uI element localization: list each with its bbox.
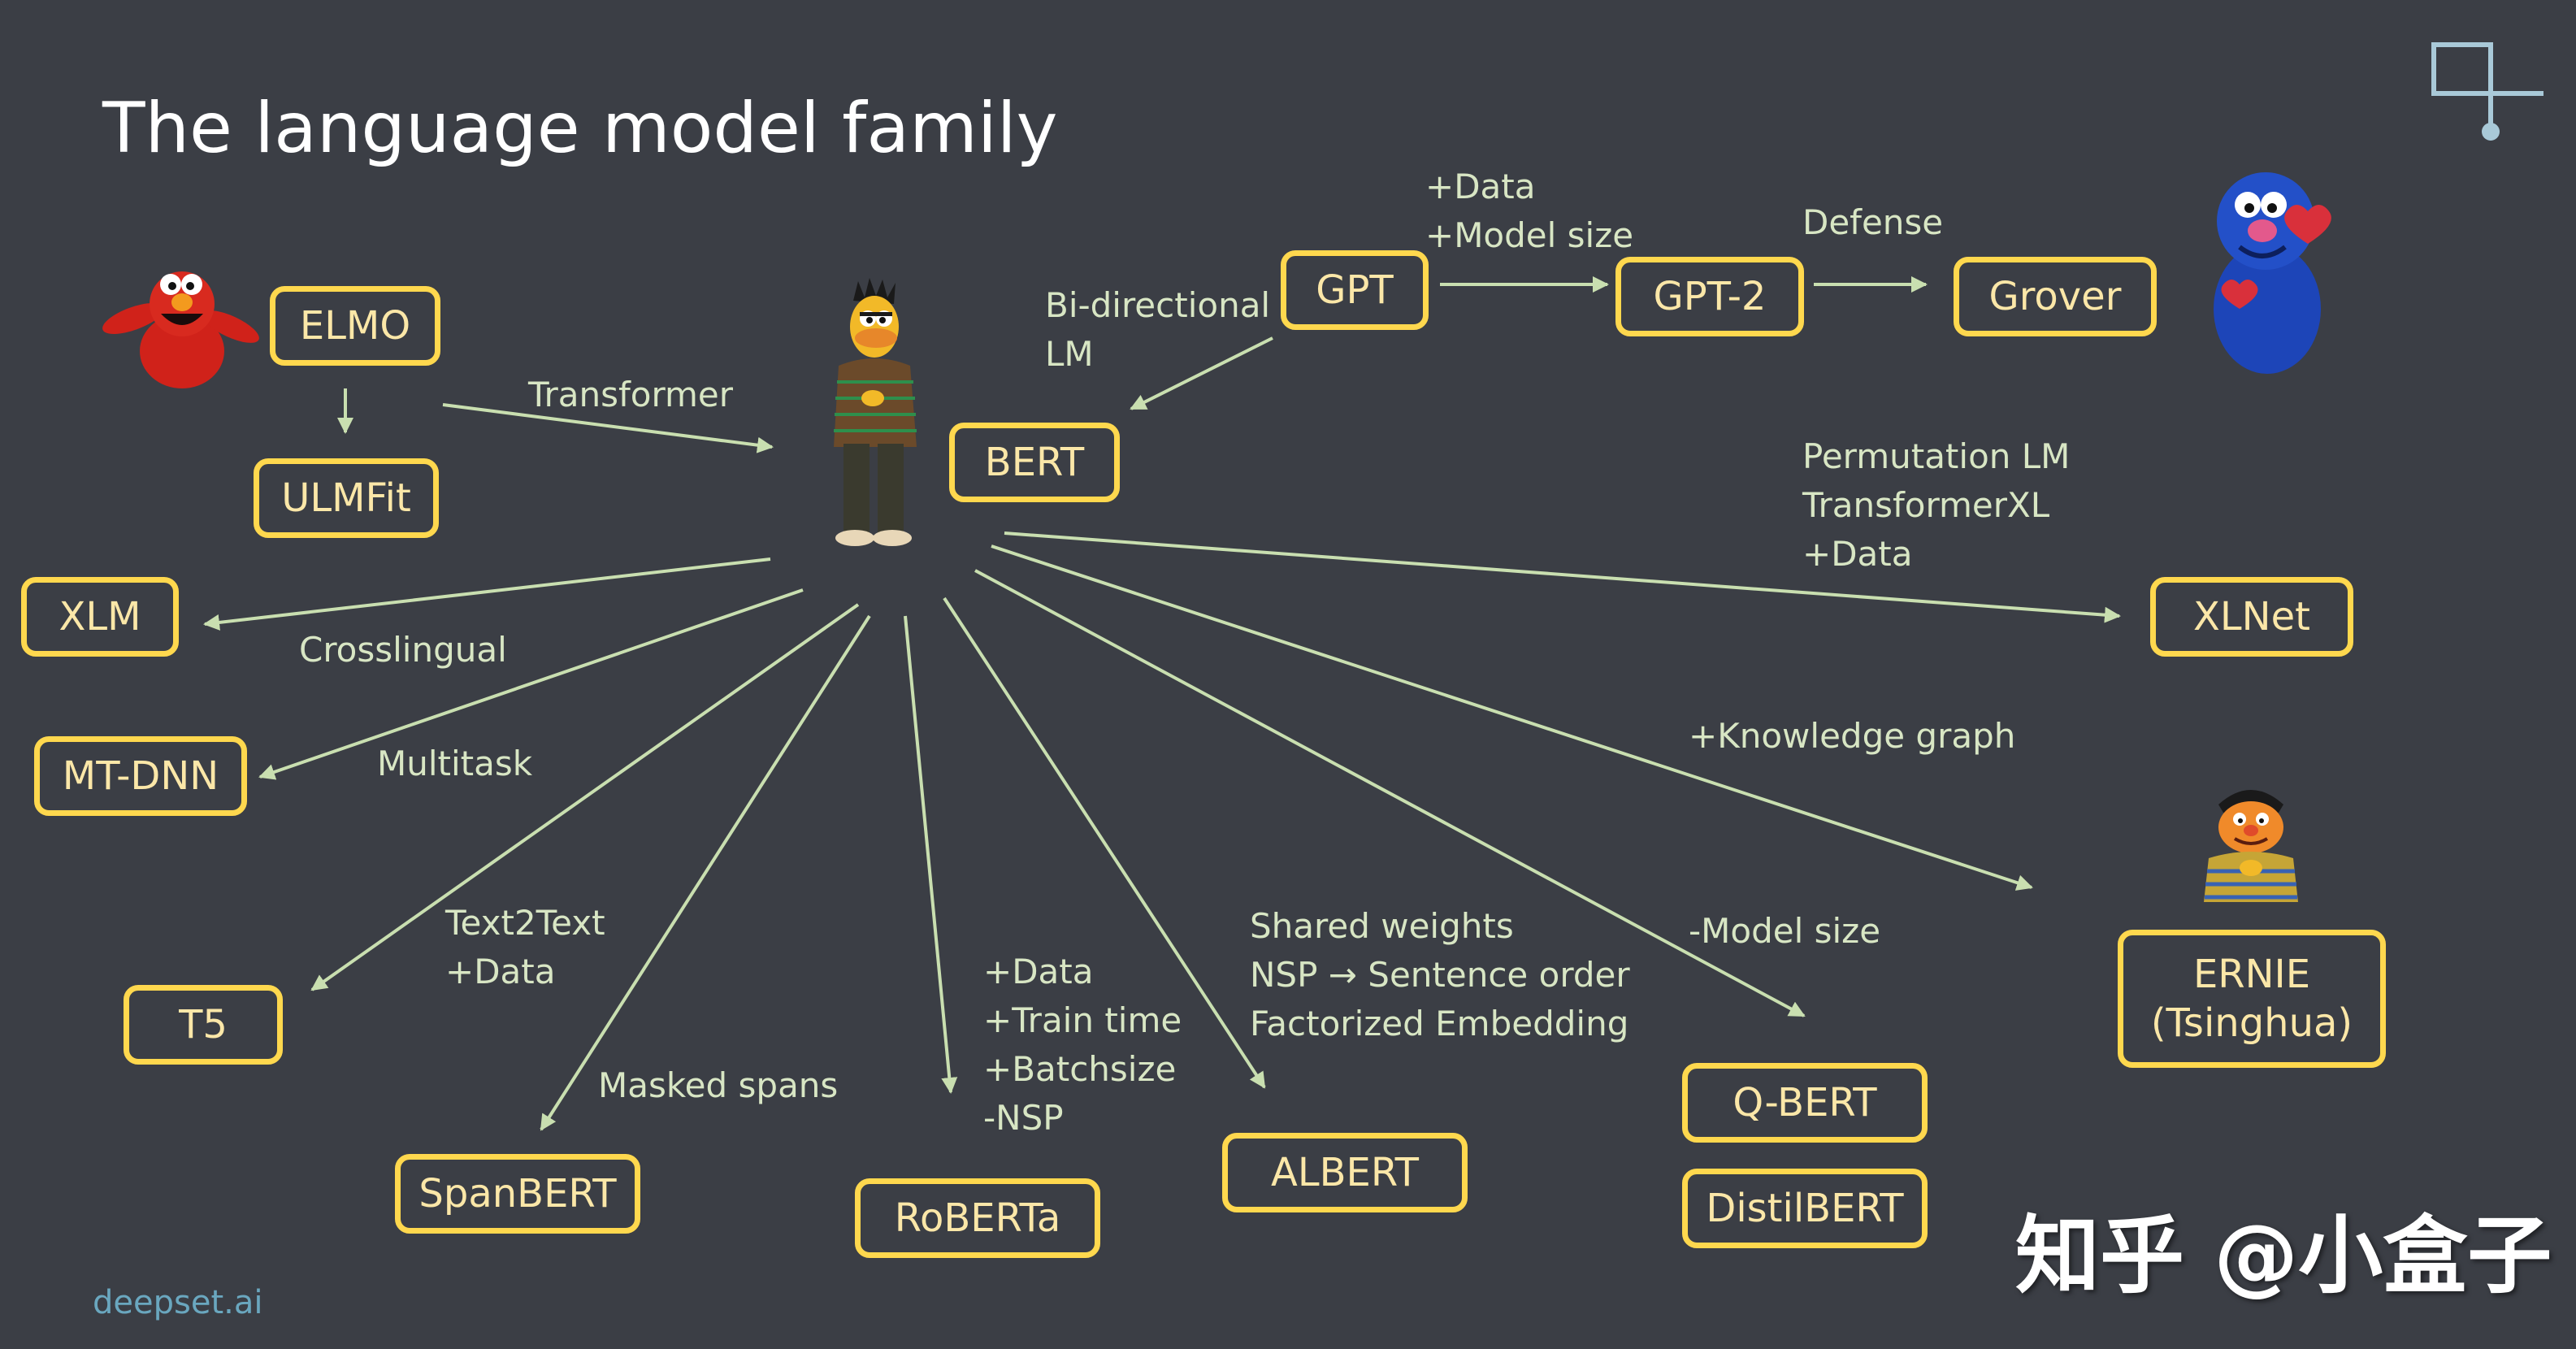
arrow-bert-qbert <box>974 569 1806 1017</box>
node-t5: T5 <box>124 985 283 1065</box>
node-gpt: GPT <box>1281 250 1429 330</box>
edge-label-transformer: Transformer <box>528 375 734 414</box>
edge-label-roberta: +Data+Train time+Batchsize-NSP <box>983 952 1182 1138</box>
edge-label-crosslingual: Crosslingual <box>299 630 507 670</box>
edge-label-multitask: Multitask <box>377 744 533 783</box>
arrow-transformer-bert <box>442 403 774 453</box>
node-gpt2: GPT-2 <box>1615 257 1804 336</box>
node-xlnet: XLNet <box>2150 577 2353 657</box>
edge-label-knowledge: +Knowledge graph <box>1689 716 2016 756</box>
node-albert: ALBERT <box>1222 1133 1468 1212</box>
edge-label-defense: Defense <box>1802 202 1944 242</box>
node-qbert: Q-BERT <box>1682 1063 1928 1143</box>
arrow-bert-mtdnn <box>258 588 804 780</box>
edge-label-model-size: -Model size <box>1689 911 1881 951</box>
arrow-bert-xlm <box>203 557 771 631</box>
arrow-bert-albert <box>943 596 1266 1089</box>
arrow-bert-roberta <box>904 615 958 1094</box>
ernie-character <box>2204 790 2298 902</box>
node-bert: BERT <box>949 423 1120 502</box>
slide-title: The language model family <box>102 88 1058 169</box>
bert-character <box>834 278 917 546</box>
watermark: 知乎 @小盒子 <box>2015 1206 2552 1305</box>
node-spanbert: SpanBERT <box>395 1154 640 1234</box>
arrow-bert-xlnet <box>1004 531 2121 623</box>
arrow-bert-t5 <box>310 603 860 991</box>
deepset-logo-icon <box>2431 42 2543 141</box>
elmo-character <box>102 271 259 388</box>
node-ulmfit: ULMFit <box>254 458 439 538</box>
arrow-bert-spanbert <box>540 614 871 1131</box>
arrow-bert-ernie <box>991 544 2033 891</box>
edge-label-t5: Text2Text+Data <box>445 903 605 991</box>
footer-brand: deepset.ai <box>93 1284 263 1321</box>
node-roberta: RoBERTa <box>855 1178 1100 1258</box>
node-elmo: ELMO <box>270 286 440 366</box>
node-xlm: XLM <box>21 577 179 657</box>
node-mtdnn: MT-DNN <box>34 736 247 816</box>
edge-label-spanbert: Masked spans <box>598 1065 839 1105</box>
arrow-gpt-bert <box>1130 336 1273 410</box>
node-grover: Grover <box>1954 257 2157 336</box>
grover-character <box>2214 172 2331 374</box>
edge-label-gpt-gpt2: +Data+Model size <box>1425 167 1634 255</box>
node-ernie: ERNIE(Tsinghua) <box>2118 930 2386 1068</box>
node-distilbert: DistilBERT <box>1682 1169 1928 1248</box>
